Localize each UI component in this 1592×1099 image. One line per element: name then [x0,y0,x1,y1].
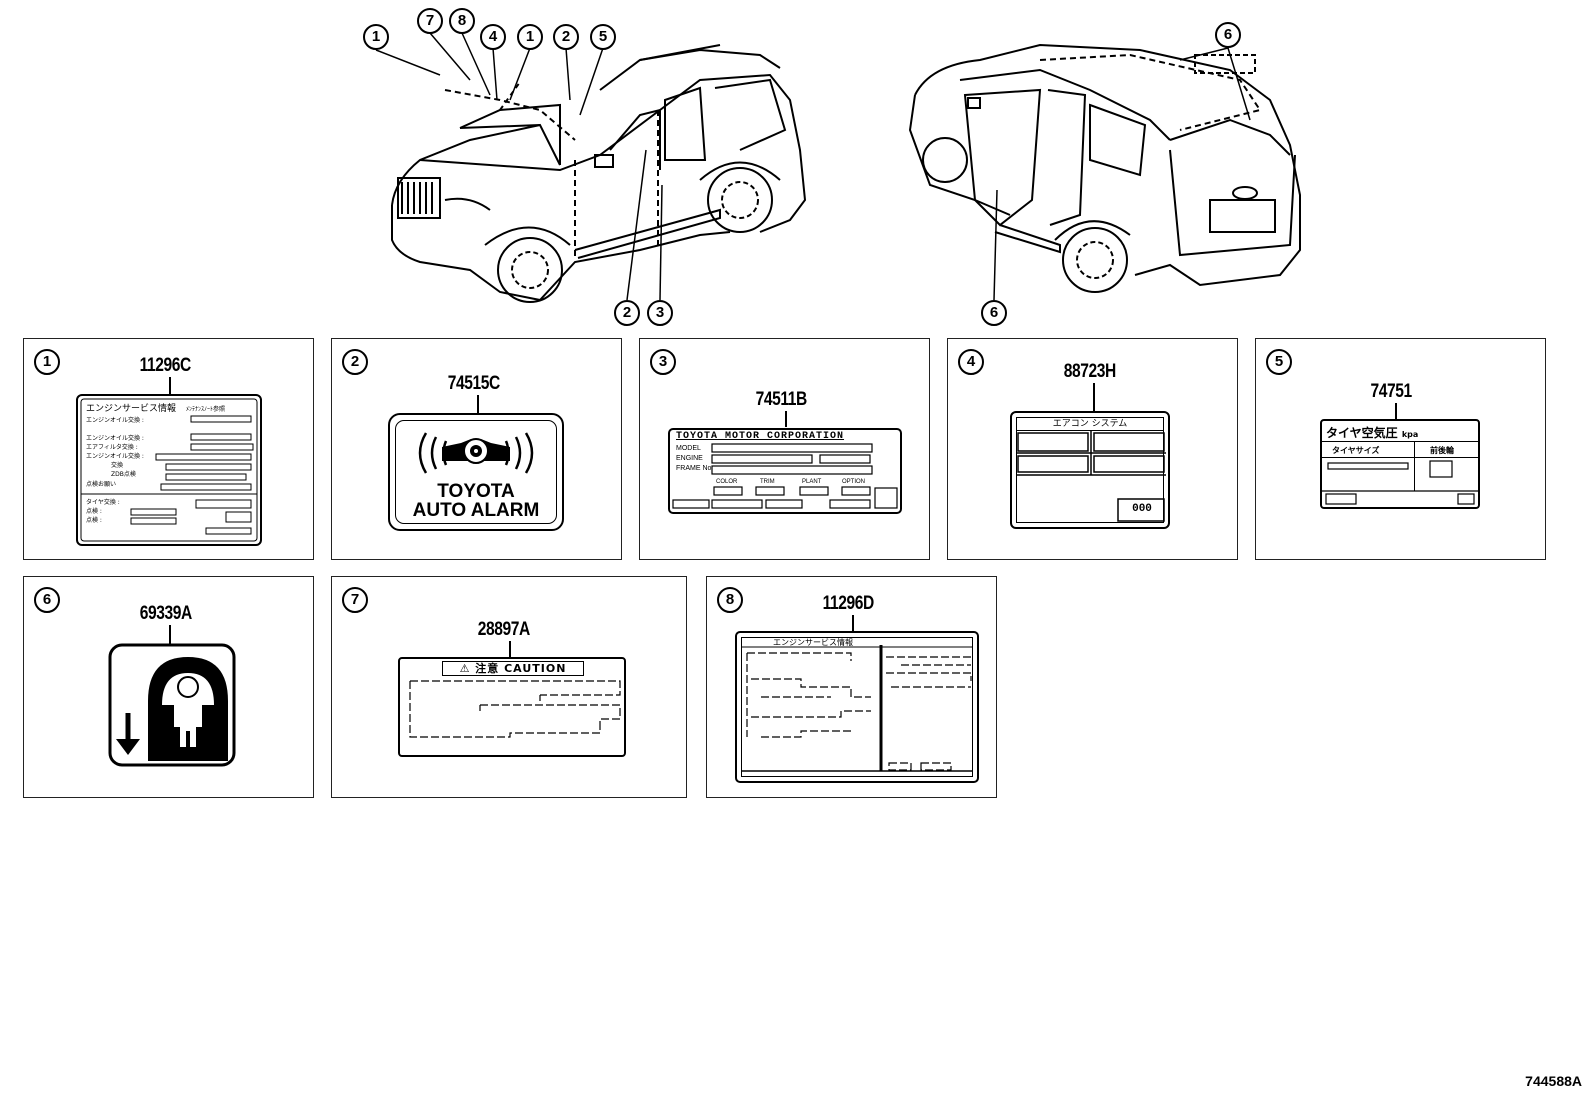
callout-number: 3 [647,300,673,326]
part-number: 69339A [139,603,193,624]
panel-index: 1 [34,349,60,375]
svg-text:交換: 交換 [111,461,123,469]
callout-number: 2 [614,300,640,326]
panel-index: 7 [342,587,368,613]
svg-text:ﾒﾝﾃﾅﾝｽﾉｰﾄ参照: ﾒﾝﾃﾅﾝｽﾉｰﾄ参照 [186,405,225,413]
callout-number: 4 [480,24,506,50]
part-number: 11296C [139,355,192,376]
svg-text:エンジンサービス情報: エンジンサービス情報 [86,402,176,414]
tire-pressure-unit: kpa [1401,430,1419,439]
rear-vehicle-illustration [908,43,1301,293]
svg-text:エアフィルタ交換 :: エアフィルタ交換 : [86,443,138,451]
callout-number: 1 [517,24,543,50]
svg-text:OPTION: OPTION [842,479,865,485]
panel-index: 6 [34,587,60,613]
label-panel-4: 4 88723H エアコン システム 000 [947,338,1238,560]
caution-label: ⚠ 注意 CAUTION [398,657,626,757]
vehicle-diagrams [375,32,1301,303]
callout-number: 8 [449,8,475,34]
alarm-label-line2: AUTO ALARM [412,500,540,521]
panel-index: 4 [958,349,984,375]
label-panel-1: 1 11296C エンジンサービス情報 ﾒﾝﾃﾅﾝｽﾉｰﾄ参照 エンジンオイル交… [23,338,314,560]
callout-number: 5 [590,24,616,50]
svg-text:点検お願い: 点検お願い [86,480,116,488]
svg-text:エンジンオイル交換 :: エンジンオイル交換 : [86,416,144,424]
plate-field: FRAME No [676,465,712,472]
front-leader-lines [375,32,663,301]
panel-index: 8 [717,587,743,613]
tire-pressure-label: タイヤ空気圧 kpa タイヤサイズ 前後輪 [1320,419,1480,509]
label-panel-6: 6 69339A [23,576,314,798]
svg-text:TRIM: TRIM [760,479,775,485]
warning-triangle-icon: ⚠ [459,662,476,675]
panel-index: 5 [1266,349,1292,375]
callout-number: 1 [363,24,389,50]
plate-field: ENGINE [676,455,703,462]
svg-text:点検 :: 点検 : [86,516,102,524]
part-number: 11296D [822,593,875,614]
label-panel-3: 3 74511B TOYOTA MOTOR CORPORATION MODEL … [639,338,930,560]
svg-text:点検 :: 点検 : [86,507,102,515]
svg-text:タイヤ交換 :: タイヤ交換 : [86,498,120,506]
child-lock-icon [108,643,236,767]
caution-header: 注意 CAUTION [475,662,567,675]
alarm-label-line1: TOYOTA [437,481,515,502]
part-number: 74511B [755,389,808,410]
callout-number: 2 [553,24,579,50]
aircon-header: エアコン システム [1016,418,1164,431]
label-panel-2: 2 74515C TOYOTA AUTO ALARM [331,338,622,560]
plate-field: MODEL [676,445,701,452]
rear-leader-lines [993,47,1251,301]
tire-pressure-header: タイヤ空気圧 [1326,426,1398,440]
tire-size-header: タイヤサイズ [1332,446,1380,455]
svg-text:ZDB点検: ZDB点検 [111,470,136,478]
part-number: 28897A [477,619,531,640]
aircon-label: エアコン システム 000 [1010,411,1170,529]
engine-service-label-8: エンジンサービス情報 [735,631,979,783]
part-number: 74515C [447,373,501,394]
part-number: 74751 [1370,381,1413,402]
vehicle-id-plate: TOYOTA MOTOR CORPORATION MODEL ENGINE FR… [668,428,902,514]
part-number: 88723H [1063,361,1117,382]
label-panel-8: 8 11296D エンジンサービス情報 [706,576,997,798]
callout-number: 6 [1215,22,1241,48]
label-panel-7: 7 28897A ⚠ 注意 CAUTION [331,576,687,798]
svg-text:エンジンオイル交換 :: エンジンオイル交換 : [86,452,144,460]
label-panel-5: 5 74751 タイヤ空気圧 kpa タイヤサイズ 前後輪 [1255,338,1546,560]
label-8-header: エンジンサービス情報 [773,638,853,647]
plate-header: TOYOTA MOTOR CORPORATION [676,431,845,442]
aircon-code: 000 [1132,503,1152,515]
svg-text:PLANT: PLANT [802,479,822,485]
engine-service-label-graphic: エンジンサービス情報 ﾒﾝﾃﾅﾝｽﾉｰﾄ参照 エンジンオイル交換 : エンジンオ… [76,394,262,546]
callout-number: 6 [981,300,1007,326]
diagram-code: 744588A [1525,1073,1582,1089]
tire-axle-header: 前後輪 [1430,446,1454,455]
svg-text:COLOR: COLOR [716,479,738,485]
svg-text:エンジンオイル交換 :: エンジンオイル交換 : [86,434,144,442]
front-vehicle-illustration [391,44,807,303]
panel-index: 2 [342,349,368,375]
panel-index: 3 [650,349,676,375]
auto-alarm-label: TOYOTA AUTO ALARM [388,413,564,531]
callout-number: 7 [417,8,443,34]
alarm-car-icon [418,432,534,474]
